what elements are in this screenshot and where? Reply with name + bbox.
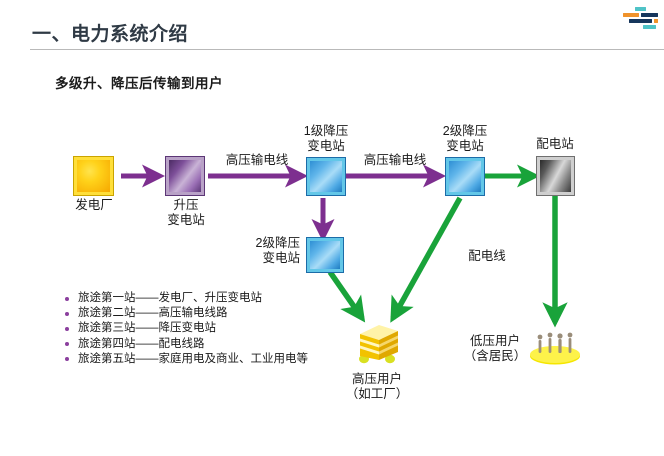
node-step-down-2-label-line1: 2级降压 (442, 124, 488, 138)
node-step-up-substation[interactable] (165, 156, 205, 196)
list-item: 旅途第三站——降压变电站 (64, 321, 354, 336)
list-item-text: 旅途第二站——高压输电线路 (78, 307, 228, 320)
bullet-dot-icon (65, 342, 69, 347)
bullet-dot-icon (65, 311, 69, 316)
link-label-hv-line-2: 高压输电线 (363, 153, 427, 167)
factory-icon (359, 325, 398, 364)
bullet-dot-icon (65, 326, 69, 331)
journey-bullet-list: 旅途第一站——发电厂、升压变电站 旅途第二站——高压输电线路 旅途第三站——降压… (64, 291, 354, 367)
node-step-down-2b-label-line2: 变电站 (262, 251, 300, 265)
list-item: 旅途第一站——发电厂、升压变电站 (64, 291, 354, 306)
list-item-text: 旅途第五站——家庭用电及商业、工业用电等 (78, 352, 308, 365)
node-high-voltage-user[interactable] (349, 318, 405, 366)
list-item-text: 旅途第三站——降压变电站 (78, 322, 216, 335)
list-item: 旅途第二站——高压输电线路 (64, 306, 354, 321)
node-high-voltage-user-label-line1: 高压用户 (351, 372, 403, 386)
node-power-plant-label: 发电厂 (75, 198, 113, 212)
node-step-down-2-label-line2: 变电站 (446, 139, 484, 153)
arrow-stepdown2-to-hvuser (390, 196, 463, 323)
residents-icon (530, 332, 580, 365)
bullet-dot-icon (65, 357, 69, 362)
company-logo (618, 6, 658, 30)
node-step-down-1-label-line1: 1级降压 (303, 124, 349, 138)
list-item: 旅途第五站——家庭用电及商业、工业用电等 (64, 352, 354, 367)
node-step-down-1-label-line2: 变电站 (307, 139, 345, 153)
node-high-voltage-user-label-line2: （如工厂） (345, 387, 409, 401)
node-step-up-substation-label-line2: 变电站 (167, 213, 205, 227)
node-low-voltage-user[interactable] (527, 326, 583, 368)
bullet-dot-icon (65, 296, 69, 301)
node-step-down-substation-2[interactable] (445, 157, 485, 196)
node-step-down-2b-label-line1: 2级降压 (255, 236, 300, 250)
node-step-down-substation-1[interactable] (306, 157, 346, 196)
node-distribution-station-label: 配电站 (536, 137, 574, 151)
title-divider (30, 49, 664, 50)
node-power-plant[interactable] (73, 156, 114, 196)
node-low-voltage-user-label-line2: （含居民） (463, 349, 527, 363)
node-step-down-substation-2b[interactable] (306, 237, 344, 273)
link-label-hv-line-1: 高压输电线 (225, 153, 289, 167)
page-title: 一、电力系统介绍 (32, 24, 189, 45)
list-item-text: 旅途第一站——发电厂、升压变电站 (78, 292, 262, 304)
node-low-voltage-user-label-line1: 低压用户 (469, 334, 521, 348)
list-item-text: 旅途第四站——配电线路 (78, 337, 205, 350)
link-label-distribution-line: 配电线 (468, 249, 506, 263)
list-item: 旅途第四站——配电线路 (64, 337, 354, 352)
node-step-up-substation-label-line1: 升压 (173, 198, 199, 212)
subtitle: 多级升、降压后传输到用户 (55, 76, 223, 91)
node-distribution-station[interactable] (536, 156, 575, 196)
